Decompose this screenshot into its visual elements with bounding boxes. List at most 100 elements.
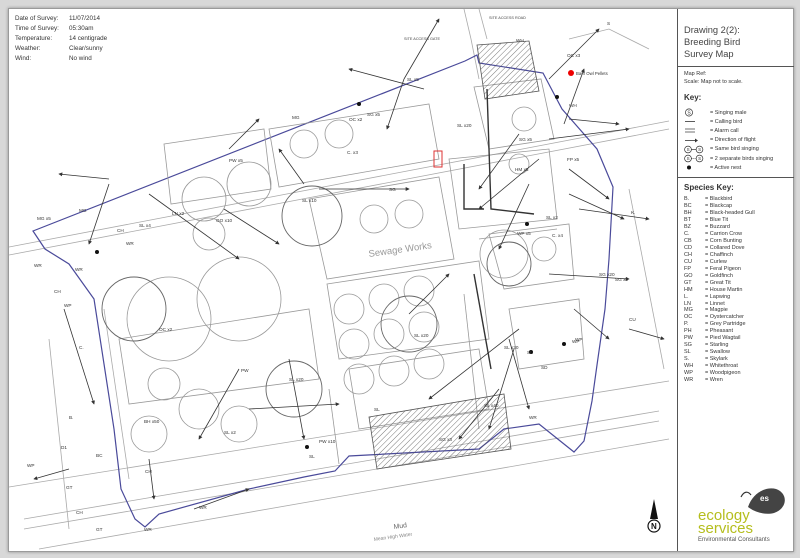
key-symbol-icon [684,126,710,135]
species-code: BH [684,210,692,217]
species-code: CH [684,251,692,258]
species-item: WP= Woodpigeon [684,369,755,376]
observation-label: WP [572,339,580,344]
observation-label: GT [66,485,73,490]
observation-label: SL x20 [504,345,519,350]
road-lines [9,9,670,550]
species-code: SG [684,342,692,349]
key-item: = Active nest [684,163,773,172]
species-item: CU= Curlew [684,258,755,265]
observation-label: SD [541,365,548,370]
key-label: = Direction of flight [710,137,756,144]
observation-label: WP [64,303,72,308]
species-code: CD [684,245,692,252]
north-label: N [651,522,657,531]
species-item: SL= Swallow [684,349,755,356]
species-code: OC [684,314,693,321]
hatched-area-south [368,393,512,470]
survey-info-label: Weather: [15,45,41,53]
observation-label: WR [199,505,207,510]
species-code: WH [684,362,694,369]
observation-label: K. [631,210,635,215]
ecology-services-logo: es ecology services Environmental Consul… [696,485,792,549]
barn-owl-pellets-marker [568,70,574,76]
species-name: = Corn Bunting [705,238,742,245]
observation-label: SL x10 [302,198,317,203]
site-boundary [32,54,614,528]
drawing-frame: SITE ACCESS ROAD SITE ACCESS GATE Barn O… [8,8,794,552]
observation-label: SG x5 [367,112,380,117]
species-item: OC= Oystercatcher [684,314,755,321]
species-code: C. [684,231,690,238]
species-code: WP [684,369,693,376]
species-code: L. [684,293,689,300]
observation-label: SL x4 [139,223,151,228]
observation-label: SL x40 [484,403,499,408]
observation-label: WP x5 [517,231,531,236]
species-name: = Buzzard [705,224,730,231]
species-code: CB [684,238,692,245]
observation-label: WH [569,103,577,108]
species-name: = Carrion Crow [705,231,743,238]
observation-label: C. x3 [347,150,358,155]
key-label: = Alarm call [710,127,739,134]
logo-tagline: Environmental Consultants [698,537,770,543]
key-symbol-icon [684,163,710,172]
observation-label: D1 [61,445,67,450]
key-list: S= Singing male= Calling bird= Alarm cal… [684,108,773,172]
species-code: BT [684,217,692,224]
key-heading: Key: [684,93,702,102]
key-item: S= Singing male [684,108,773,117]
site-access-road-label: SITE ACCESS ROAD [489,16,526,20]
observation-label: S [607,21,610,26]
species-code: PW [684,335,693,342]
survey-info-row: Temperature:14 centigrade [15,33,107,43]
observation-label: OC x3 [567,53,581,58]
survey-map: SITE ACCESS ROAD SITE ACCESS GATE Barn O… [9,9,670,550]
title-line-1: Drawing 2(2): [684,25,740,35]
barn-owl-box [433,150,443,168]
species-name: = Chaffinch [705,251,733,258]
key-item: = Calling bird [684,117,773,126]
observation-label: PW x5 [229,158,243,163]
species-name: = Pied Wagtail [705,335,741,342]
observation-label: OC x2 [159,327,173,332]
species-item: L.= Lapwing [684,293,755,300]
title-line-3: Survey Map [684,48,734,59]
active-nests [95,95,566,449]
survey-info-row: Time of Survey:05:30am [15,23,107,33]
survey-info-row: Weather:Clear/sunny [15,44,107,54]
north-arrow: N [647,499,661,533]
observation-label: B. [69,415,73,420]
observation-label: SL [374,407,380,412]
species-code: CU [684,258,692,265]
map-ref: Map Ref: [684,71,707,77]
species-item: CB = Corn Bunting [684,238,755,245]
observation-label: SL x20 [289,377,304,382]
species-item: HM= House Martin [684,286,755,293]
logo-mark-icon: es [740,488,785,514]
observation-label: GT [96,527,103,532]
observation-label: SL x20 [414,333,429,338]
key-label: = Active nest [710,164,742,171]
observation-label: SL [527,350,533,355]
species-item: PW = Pied Wagtail [684,335,755,342]
key-symbol-icon [684,117,710,126]
species-item: BZ= Buzzard [684,224,755,231]
observation-label: SG x5 [519,137,532,142]
species-item: GO= Goldfinch [684,272,755,279]
observation-label: WH [516,38,524,43]
species-code: HM [684,286,693,293]
species-code: GT [684,279,692,286]
species-code: S. [684,356,690,363]
observation-label: WR [126,241,134,246]
species-name: = Pheasant [705,328,733,335]
species-name: = Blue Tit [705,217,729,224]
species-name: = Blackcap [705,203,733,210]
observation-label: SG x3 [439,437,452,442]
key-symbol-icon: S [684,108,710,117]
species-item: LN= Linnet [684,300,755,307]
observation-label: C. [79,345,84,350]
